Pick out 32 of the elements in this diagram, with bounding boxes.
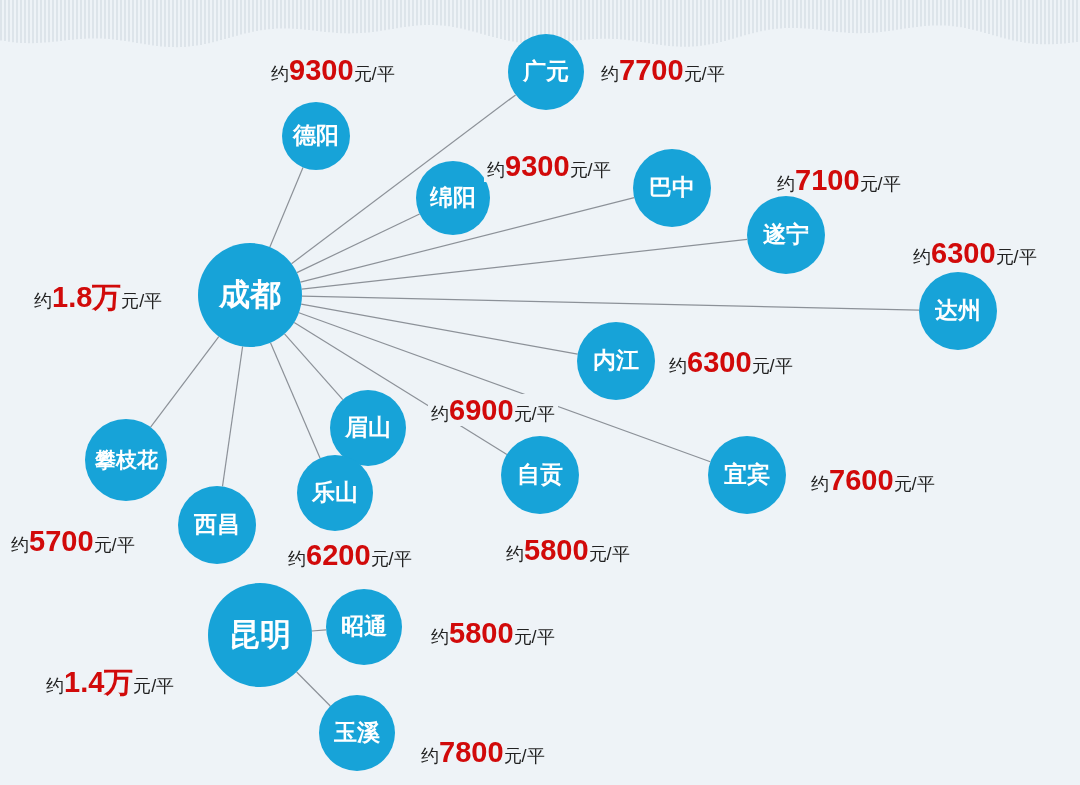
city-name: 攀枝花 xyxy=(94,448,158,472)
connector-line xyxy=(150,336,220,428)
connector-line xyxy=(300,303,579,355)
city-name: 广元 xyxy=(523,59,569,85)
connector-line xyxy=(301,295,920,311)
city-name: 西昌 xyxy=(194,512,240,538)
city-name: 宜宾 xyxy=(724,462,770,488)
city-name: 达州 xyxy=(935,298,981,324)
city-name: 内江 xyxy=(593,348,639,374)
connector-line xyxy=(269,342,321,459)
city-name: 成都 xyxy=(219,277,281,313)
connector-line xyxy=(301,238,748,290)
city-name: 自贡 xyxy=(517,462,563,488)
city-name: 绵阳 xyxy=(430,185,476,211)
connector-line xyxy=(221,345,244,487)
city-name: 遂宁 xyxy=(763,222,809,248)
price-label: 约6900元/平 xyxy=(428,394,558,426)
connector-line xyxy=(296,671,331,707)
city-name: 乐山 xyxy=(312,480,358,506)
connector-line xyxy=(283,333,344,401)
city-name: 眉山 xyxy=(345,415,391,441)
city-name: 玉溪 xyxy=(334,720,380,746)
connector-line xyxy=(299,197,635,283)
connector-line xyxy=(311,629,327,632)
city-name: 昭通 xyxy=(341,614,387,640)
city-name: 德阳 xyxy=(293,123,339,149)
city-name: 巴中 xyxy=(649,175,695,201)
connector-line xyxy=(298,312,711,463)
city-name: 昆明 xyxy=(229,617,291,653)
connector-line xyxy=(269,166,304,248)
connector-line xyxy=(296,213,421,274)
connector-line xyxy=(290,94,517,265)
